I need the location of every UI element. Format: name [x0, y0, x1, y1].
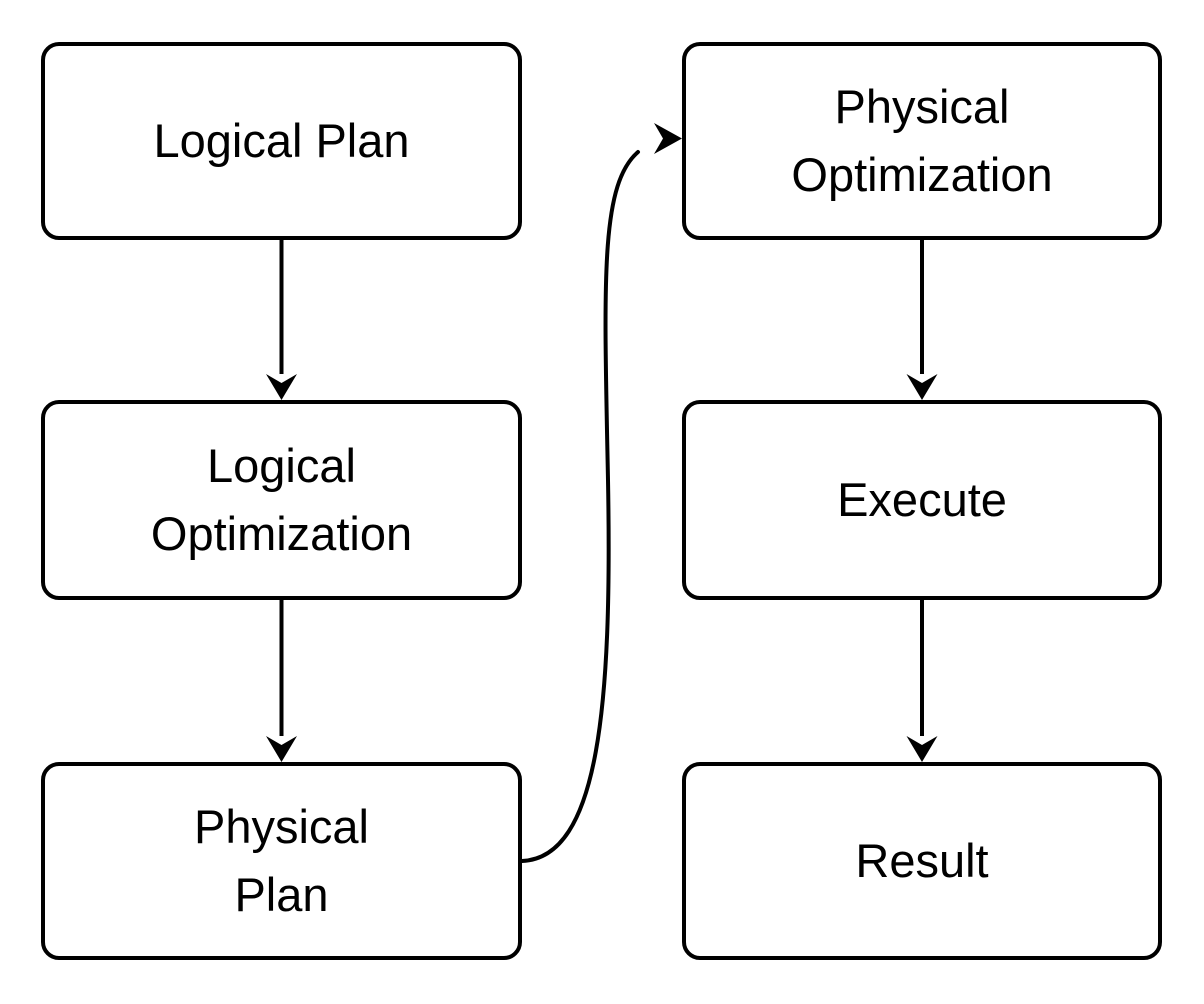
- node-result[interactable]: Result: [682, 762, 1162, 960]
- edge-execute-to-result: [906, 600, 938, 762]
- node-logical-optimization-label: Logical Optimization: [150, 439, 413, 560]
- node-physical-optimization-label: Physical Optimization: [791, 80, 1053, 201]
- node-physical-optimization[interactable]: Physical Optimization: [682, 42, 1162, 240]
- node-physical-plan-label: Physical Plan: [193, 800, 369, 921]
- node-logical-optimization[interactable]: Logical Optimization: [41, 400, 522, 600]
- node-execute[interactable]: Execute: [682, 400, 1162, 600]
- node-result-label: Result: [855, 834, 989, 887]
- node-execute-label: Execute: [837, 473, 1007, 526]
- node-logical-plan[interactable]: Logical Plan: [41, 42, 522, 240]
- edge-physical-plan-to-physical-optimization: [520, 123, 682, 863]
- node-logical-plan-label: Logical Plan: [153, 114, 410, 167]
- node-physical-plan[interactable]: Physical Plan: [41, 762, 522, 960]
- edge-logical-optimization-to-physical-plan: [266, 600, 297, 762]
- edge-physical-optimization-to-execute: [906, 240, 938, 400]
- edge-logical-plan-to-logical-optimization: [266, 240, 297, 400]
